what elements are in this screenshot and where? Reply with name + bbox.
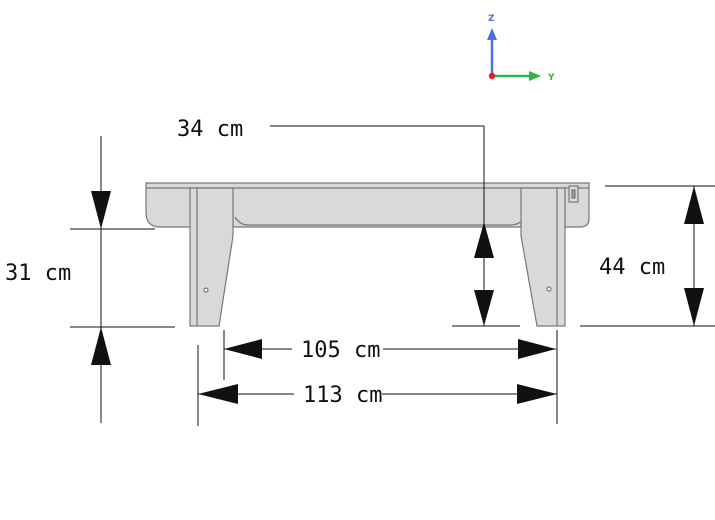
z-axis-label: Z xyxy=(488,14,495,24)
right-leg xyxy=(520,187,566,327)
axis-indicator: Z Y xyxy=(487,14,555,83)
seat-height-arrow-top-icon xyxy=(91,191,111,229)
seat-height-arrow-bottom-icon xyxy=(91,327,111,365)
right-leg-bolt-hole xyxy=(546,286,552,292)
depth-arrow-up-icon xyxy=(474,222,494,258)
bench-profile xyxy=(145,182,590,327)
dimension-arrows xyxy=(91,186,704,404)
outer-span-arrow-right-icon xyxy=(517,384,557,404)
total-height-arrow-top-icon xyxy=(684,186,704,224)
seat-height-label: 31 cm xyxy=(5,261,71,286)
inner-span-arrow-left-icon xyxy=(224,339,262,359)
z-axis-arrow-icon xyxy=(487,28,497,40)
origin-dot xyxy=(488,72,496,80)
y-axis-label: Y xyxy=(547,73,555,83)
depth-arrow-down-icon xyxy=(474,290,494,326)
total-height-arrow-bottom-icon xyxy=(684,288,704,326)
inner-span-label: 105 cm xyxy=(301,338,380,363)
inner-span-arrow-right-icon xyxy=(518,339,556,359)
outer-span-arrow-left-icon xyxy=(198,384,238,404)
outer-span-label: 113 cm xyxy=(303,383,382,408)
seat-depth-label: 34 cm xyxy=(177,117,243,142)
left-leg-bolt-hole xyxy=(203,287,209,293)
seat-top xyxy=(145,182,590,228)
total-height-label: 44 cm xyxy=(599,255,665,280)
y-axis-arrow-icon xyxy=(529,71,541,81)
left-leg xyxy=(189,187,234,327)
right-latch-detail xyxy=(571,189,576,199)
